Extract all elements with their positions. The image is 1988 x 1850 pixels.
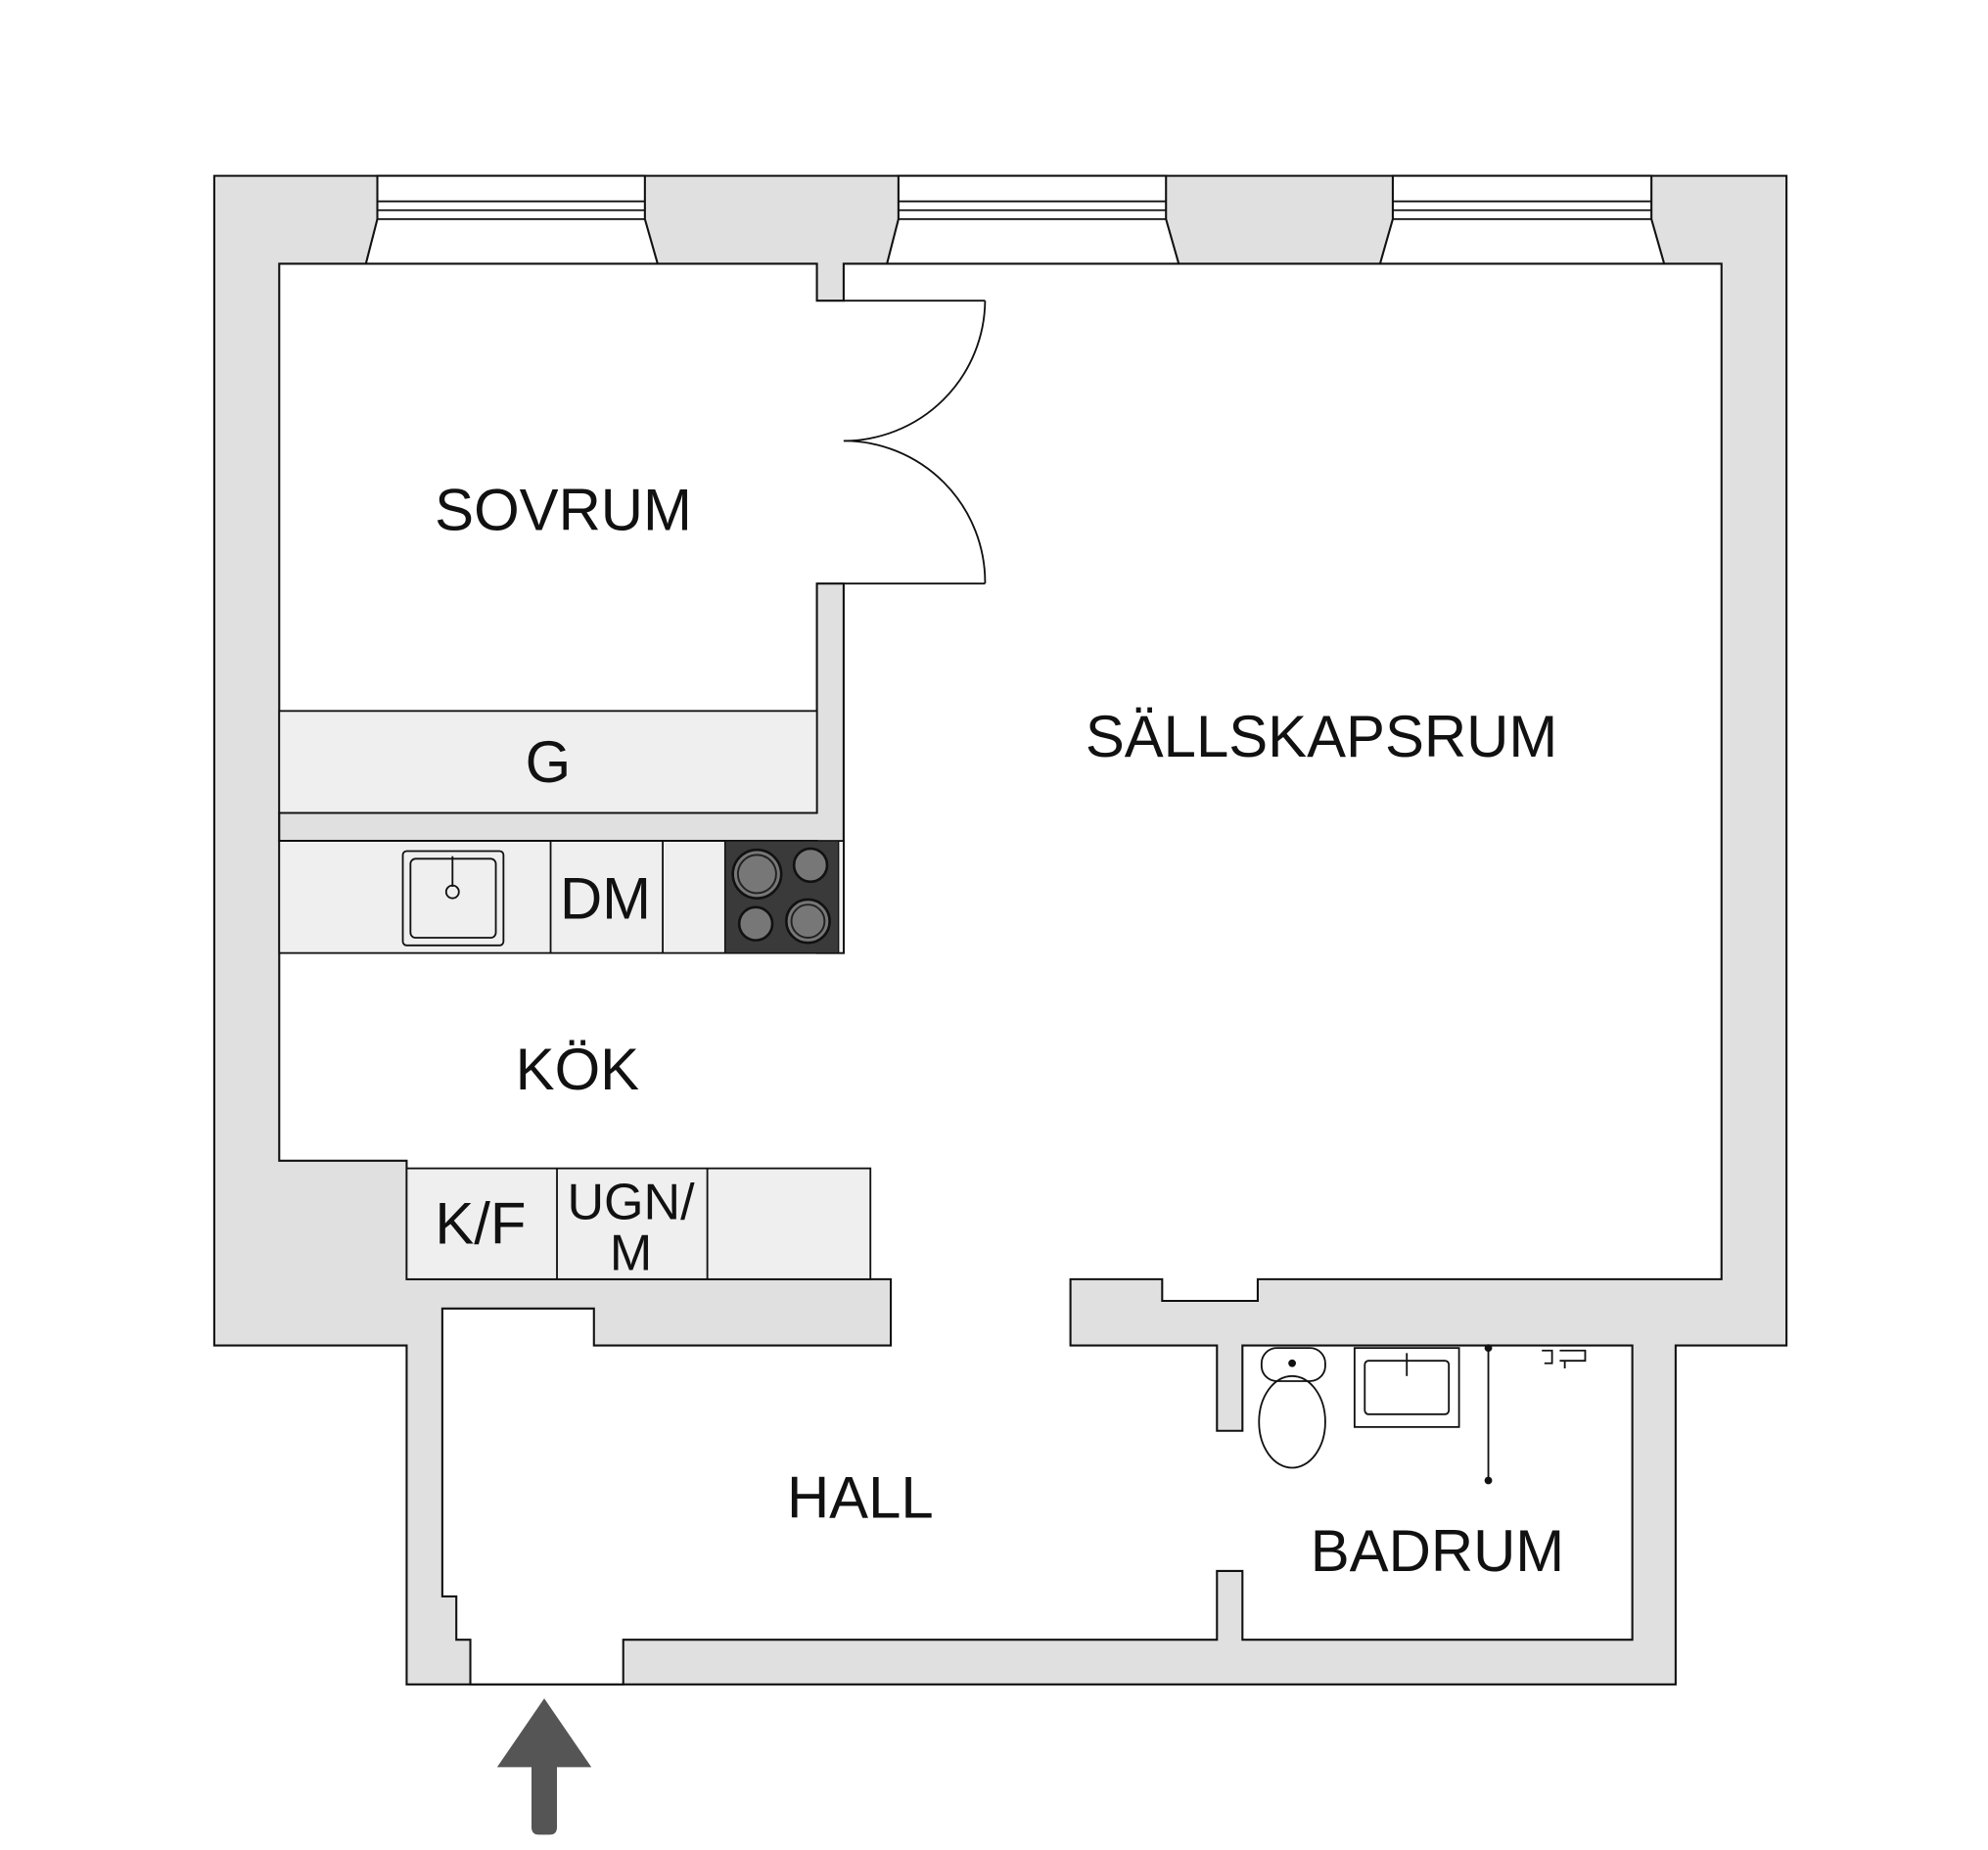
room-label-garderob: G bbox=[526, 729, 572, 795]
shower-icon bbox=[1484, 1344, 1587, 1485]
sink-icon bbox=[401, 850, 505, 947]
cooktop-icon bbox=[724, 840, 840, 954]
appliance-label-m: M bbox=[610, 1226, 652, 1282]
interior-floor bbox=[278, 262, 1723, 1686]
bedroom-double-door bbox=[843, 300, 987, 585]
toilet-icon bbox=[1258, 1347, 1326, 1469]
appliance-label-dm: DM bbox=[560, 865, 651, 931]
washbasin-icon bbox=[1353, 1347, 1460, 1428]
appliance-label-ugn: UGN/ bbox=[567, 1175, 695, 1231]
room-label-hall: HALL bbox=[787, 1464, 934, 1530]
appliance-label-kf: K/F bbox=[435, 1190, 526, 1256]
window bbox=[364, 174, 660, 265]
room-label-badrum: BADRUM bbox=[1311, 1518, 1564, 1584]
kitchen-counter-upper bbox=[278, 840, 845, 954]
room-label-sovrum: SOVRUM bbox=[435, 477, 692, 542]
window bbox=[885, 174, 1180, 265]
window bbox=[1378, 174, 1666, 265]
windows bbox=[364, 174, 1666, 265]
entrance-arrow-icon bbox=[496, 1698, 592, 1835]
room-label-sallskapsrum: SÄLLSKAPSRUM bbox=[1086, 704, 1557, 769]
wardrobe bbox=[278, 710, 818, 814]
room-label-kok: KÖK bbox=[516, 1037, 639, 1102]
kitchen-counter-lower bbox=[405, 1167, 872, 1280]
